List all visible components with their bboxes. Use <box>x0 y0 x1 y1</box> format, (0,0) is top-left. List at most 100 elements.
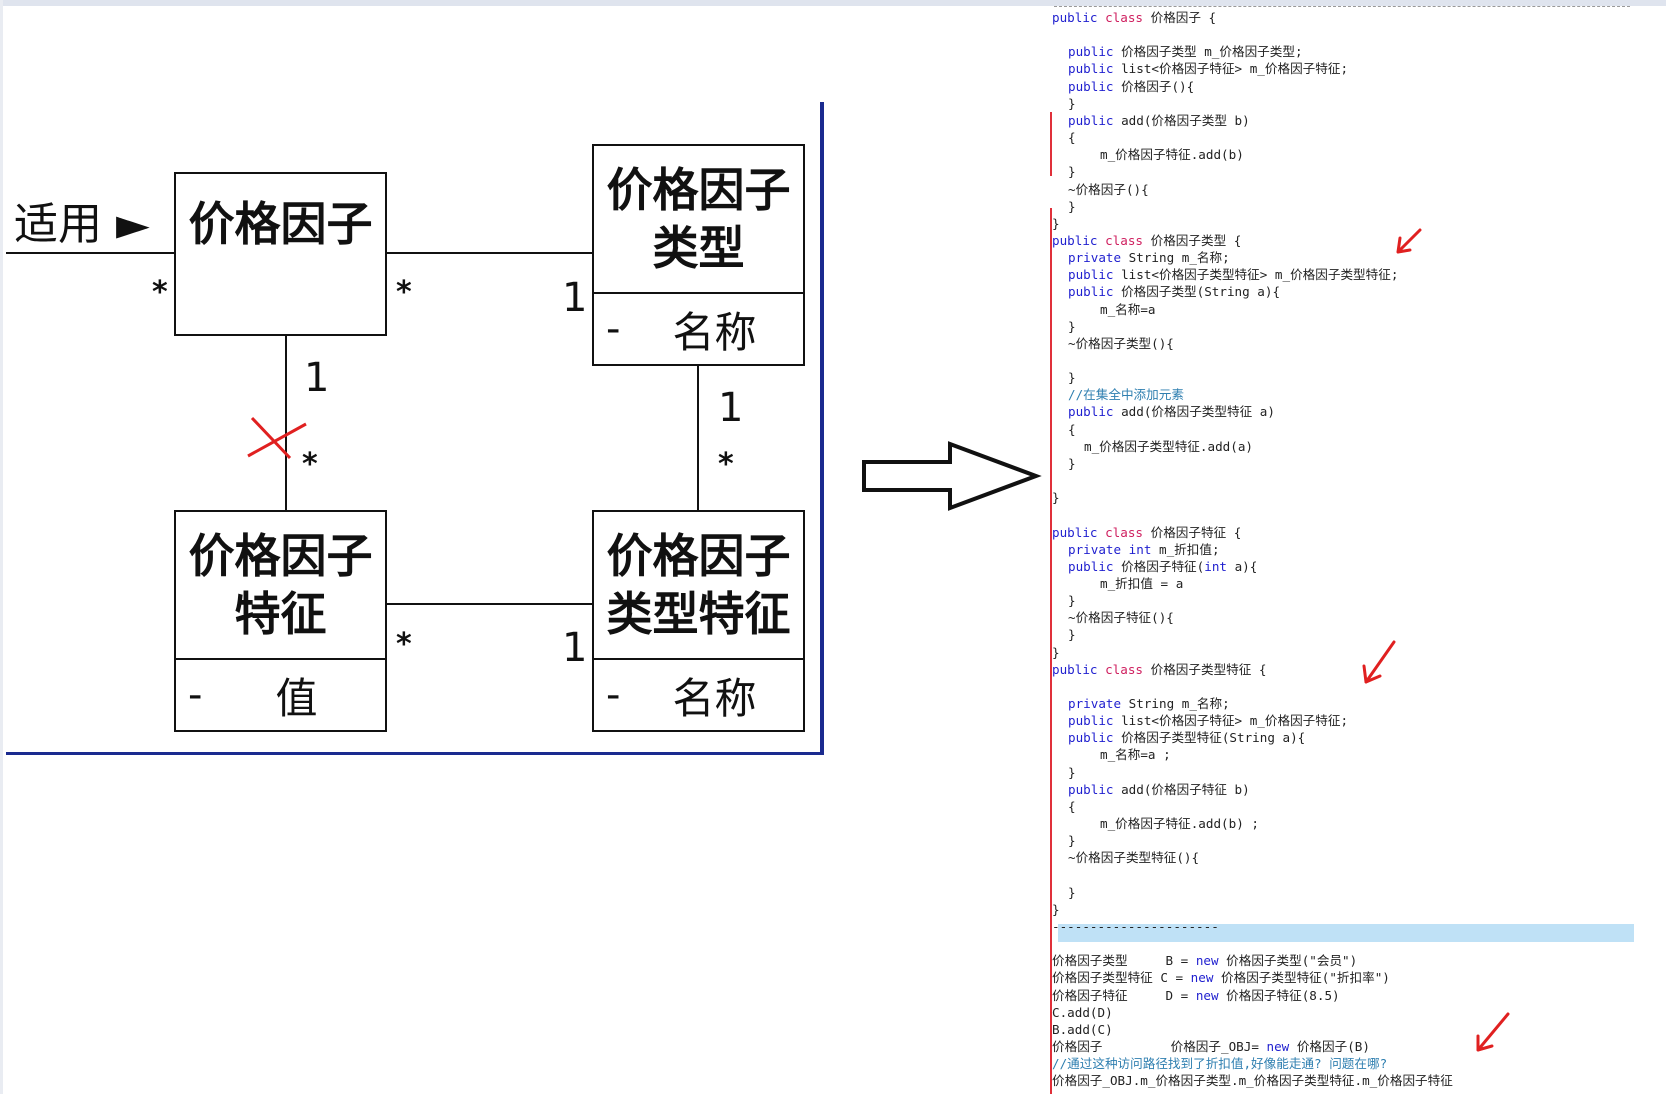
code-line: //通过这种访问路径找到了折扣值,好像能走通? 问题在哪? <box>1052 1056 1388 1072</box>
cross-mark-annotation <box>247 416 307 460</box>
code-line: } <box>1052 644 1060 660</box>
code-line: B.add(C) <box>1052 1021 1113 1037</box>
code-line: private int m_折扣值; <box>1068 541 1220 557</box>
attribute-visibility: - <box>188 672 203 718</box>
code-line: public class 价格因子特征 { <box>1052 524 1242 540</box>
attribute-name: 名称 <box>672 307 757 357</box>
red-arrow-annotation <box>1362 640 1396 684</box>
code-line: m_名称=a ; <box>1100 747 1171 763</box>
code-top-dashed-border <box>1054 6 1630 7</box>
code-line: } <box>1068 95 1076 111</box>
multiplicity-typefeature-left-one: 1 <box>562 625 588 671</box>
highlighted-line <box>1058 924 1634 942</box>
code-line: ~价格因子类型(){ <box>1068 335 1174 351</box>
code-line: ---------------------- <box>1052 918 1219 934</box>
code-line: public 价格因子特征(int a){ <box>1068 558 1258 574</box>
code-line: } <box>1068 164 1076 180</box>
code-line: } <box>1068 318 1076 334</box>
code-line: private String m_名称; <box>1068 696 1230 711</box>
code-line: } <box>1052 215 1060 231</box>
multiplicity-pf-bottom-one: 1 <box>304 355 330 401</box>
class-price-factor-type-feature-name: 价格因子 类型特征 <box>594 512 803 658</box>
code-line: 价格因子类型特征 C = new 价格因子类型特征("折扣率") <box>1052 970 1390 986</box>
code-line: ~价格因子(){ <box>1068 181 1149 197</box>
apply-association-line <box>6 252 174 254</box>
class-name-line-1: 价格因子 <box>606 529 791 583</box>
class-price-factor-feature: 价格因子 特征 - 值 <box>174 510 387 732</box>
code-line: 价格因子 价格因子_OBJ= new 价格因子(B) <box>1052 1039 1370 1054</box>
class-name-line-1: 价格因子 <box>188 529 373 583</box>
multiplicity-typefeature-top-star: * <box>718 447 734 482</box>
code-line: public 价格因子类型 m_价格因子类型; <box>1068 44 1303 60</box>
code-line: public add(价格因子类型 b) <box>1068 112 1250 128</box>
apply-label: 适用 ► <box>14 199 150 250</box>
code-line: private String m_名称; <box>1068 250 1230 266</box>
multiplicity-feature-top-star: * <box>302 447 318 482</box>
code-line: C.add(D) <box>1052 1004 1113 1020</box>
right-arrow-icon <box>862 441 1042 511</box>
code-line: } <box>1052 490 1060 506</box>
code-line: 价格因子特征 D = new 价格因子特征(8.5) <box>1052 987 1340 1003</box>
multiplicity-feature-right-star: * <box>396 627 412 662</box>
class-attribute-row: - 名称 <box>594 658 803 730</box>
multiplicity-apply-star: * <box>152 275 168 310</box>
code-line: { <box>1068 130 1076 146</box>
code-line: ~价格因子类型特征(){ <box>1068 850 1200 866</box>
code-line: public list<价格因子类型特征> m_价格因子类型特征; <box>1068 267 1399 283</box>
diagram-frame-right <box>820 102 824 754</box>
code-line: public 价格因子类型(String a){ <box>1068 284 1281 300</box>
class-price-factor-feature-name: 价格因子 特征 <box>176 512 385 658</box>
code-line: 价格因子类型 B = new 价格因子类型("会员") <box>1052 953 1358 969</box>
code-line: public add(价格因子类型特征 a) <box>1068 404 1275 420</box>
code-line: public 价格因子类型特征(String a){ <box>1068 730 1306 746</box>
class-attribute-row: - 值 <box>176 658 385 730</box>
code-line: public 价格因子(){ <box>1068 78 1195 94</box>
code-line: } <box>1068 370 1076 386</box>
pf-type-association-line <box>386 252 592 254</box>
code-panel: public class 价格因子 { public 价格因子类型 m_价格因子类… <box>1052 0 1666 1094</box>
code-line: } <box>1068 884 1076 900</box>
class-name-line-2: 类型特征 <box>606 587 791 641</box>
code-line: public class 价格因子类型 { <box>1052 232 1242 248</box>
margin-bar <box>1050 112 1052 176</box>
type-typefeature-association-line <box>697 366 699 510</box>
class-price-factor-name: 价格因子 <box>188 197 373 251</box>
code-line: m_折扣值 = a <box>1100 575 1184 591</box>
code-line: } <box>1068 764 1076 780</box>
code-line: { <box>1068 798 1076 814</box>
class-price-factor-type-name: 价格因子 类型 <box>594 146 803 292</box>
class-attribute-row: - 名称 <box>594 292 803 364</box>
code-line: } <box>1068 833 1076 849</box>
attribute-name: 名称 <box>672 673 757 723</box>
class-name-line-1: 价格因子 <box>606 163 791 217</box>
code-line: public list<价格因子特征> m_价格因子特征; <box>1068 61 1349 77</box>
code-line: 价格因子_OBJ.m_价格因子类型.m_价格因子类型特征.m_价格因子特征 <box>1052 1073 1453 1089</box>
multiplicity-pf-right-star: * <box>396 275 412 310</box>
multiplicity-type-bottom-one: 1 <box>718 385 744 431</box>
code-line: m_价格因子特征.add(b) <box>1100 147 1244 163</box>
code-line: m_名称=a <box>1100 301 1156 317</box>
multiplicity-type-left-one: 1 <box>562 275 588 321</box>
pf-feature-association-line <box>285 334 287 510</box>
code-line: } <box>1068 627 1076 643</box>
attribute-visibility: - <box>606 306 621 352</box>
code-line: public class 价格因子类型特征 { <box>1052 661 1267 677</box>
margin-bar <box>1050 208 1052 228</box>
top-border <box>0 0 1666 6</box>
code-line: } <box>1068 198 1076 214</box>
code-line: } <box>1052 901 1060 917</box>
code-line: public list<价格因子特征> m_价格因子特征; <box>1068 713 1349 729</box>
class-name-line-2: 特征 <box>234 587 327 641</box>
class-price-factor-type: 价格因子 类型 - 名称 <box>592 144 805 366</box>
code-line: m_价格因子特征.add(b) ; <box>1100 816 1259 832</box>
attribute-visibility: - <box>606 672 621 718</box>
code-line: ~价格因子特征(){ <box>1068 610 1174 626</box>
margin-bar <box>1050 228 1052 1094</box>
code-line: } <box>1068 455 1076 471</box>
code-line: m_价格因子类型特征.add(a) <box>1084 438 1253 454</box>
code-line: } <box>1068 593 1076 609</box>
left-border <box>0 0 3 1094</box>
code-line: //在集全中添加元素 <box>1068 387 1184 403</box>
class-price-factor-type-feature: 价格因子 类型特征 - 名称 <box>592 510 805 732</box>
code-line: public class 价格因子 { <box>1052 10 1217 25</box>
